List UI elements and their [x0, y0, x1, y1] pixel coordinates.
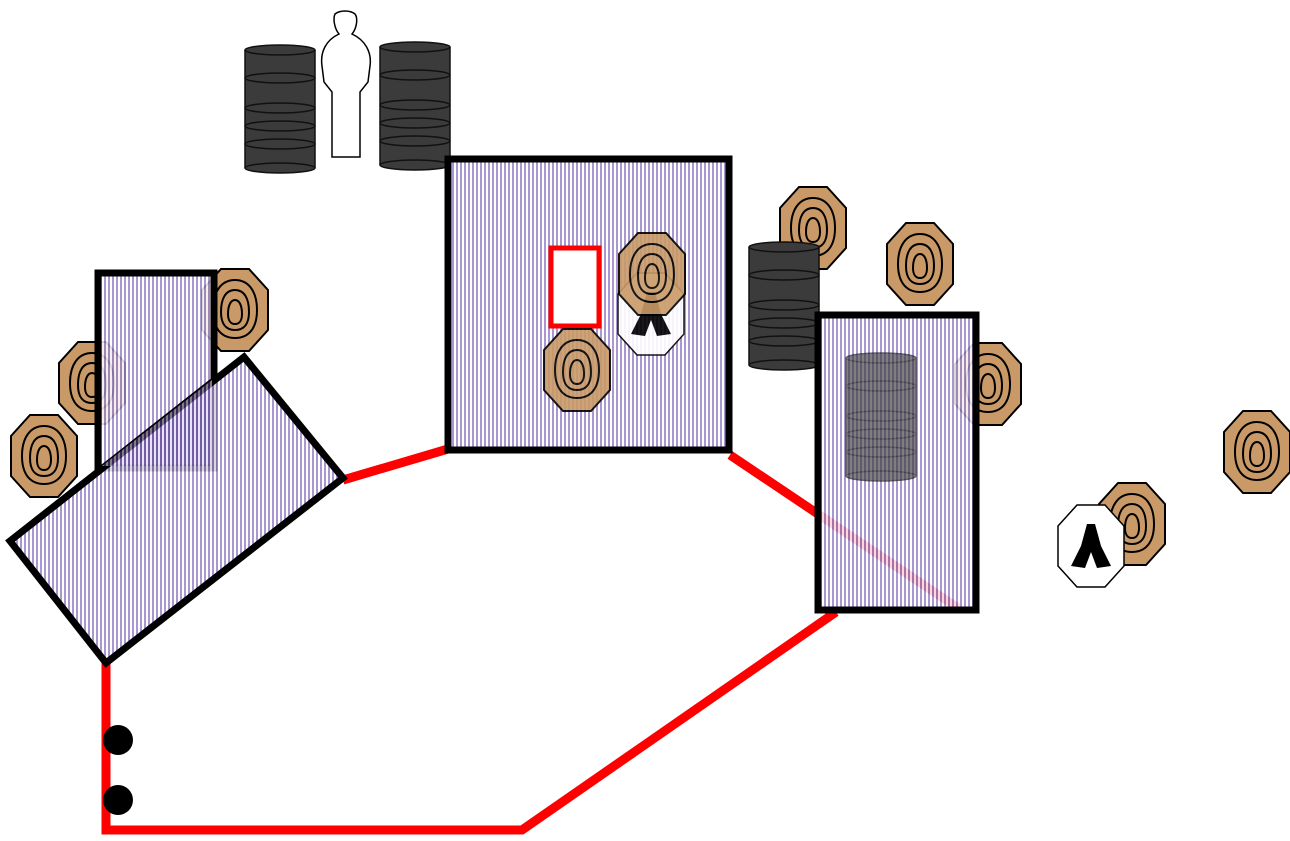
fault-line-main [101, 608, 839, 835]
barrel-stack [748, 241, 820, 371]
paper-target [886, 222, 954, 306]
wall-overlap [102, 380, 212, 466]
paper-target [618, 232, 686, 316]
fault-line-left [341, 444, 450, 485]
no-shoot-target [1057, 504, 1125, 588]
paper-target [1223, 410, 1290, 494]
paper-target [10, 414, 78, 498]
port-window [548, 245, 602, 329]
barrel-stack [379, 41, 451, 171]
mannequin-target [320, 10, 372, 158]
start-position-marker [103, 725, 133, 755]
start-position-marker [103, 785, 133, 815]
barrel-stack [244, 44, 316, 174]
barrel-stack [845, 352, 917, 482]
paper-target [543, 328, 611, 412]
